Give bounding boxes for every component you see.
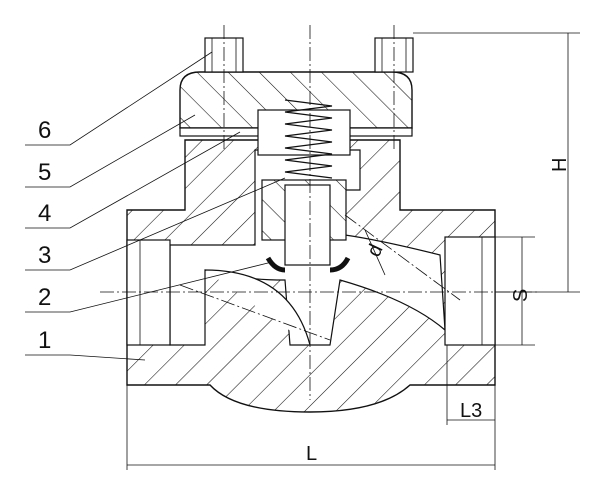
flow-passage-left [204, 269, 311, 346]
length-label: L [306, 443, 317, 465]
bonnet-bolts [204, 37, 414, 73]
part-label-5: 5 [38, 159, 51, 186]
height-label: H [549, 158, 571, 172]
socket-label: S [510, 289, 532, 302]
bore-dimension-line [364, 229, 386, 276]
socket-dimension: S [495, 236, 535, 346]
disc [284, 184, 331, 266]
part-label-4: 4 [38, 200, 51, 227]
part-label-1: 1 [38, 327, 51, 354]
part-callouts: 6 5 4 3 2 1 [25, 51, 286, 361]
spring [257, 99, 351, 179]
height-dimension: H [413, 32, 580, 293]
right-socket [444, 236, 496, 346]
seat-ring [265, 256, 351, 273]
part-label-2: 2 [38, 284, 51, 311]
socket-depth-dimension: L3 [446, 345, 496, 470]
length-dimension: L [126, 385, 495, 470]
socket-depth-label: L3 [460, 400, 482, 422]
part-label-3: 3 [38, 242, 51, 269]
part-label-6: 6 [38, 117, 51, 144]
